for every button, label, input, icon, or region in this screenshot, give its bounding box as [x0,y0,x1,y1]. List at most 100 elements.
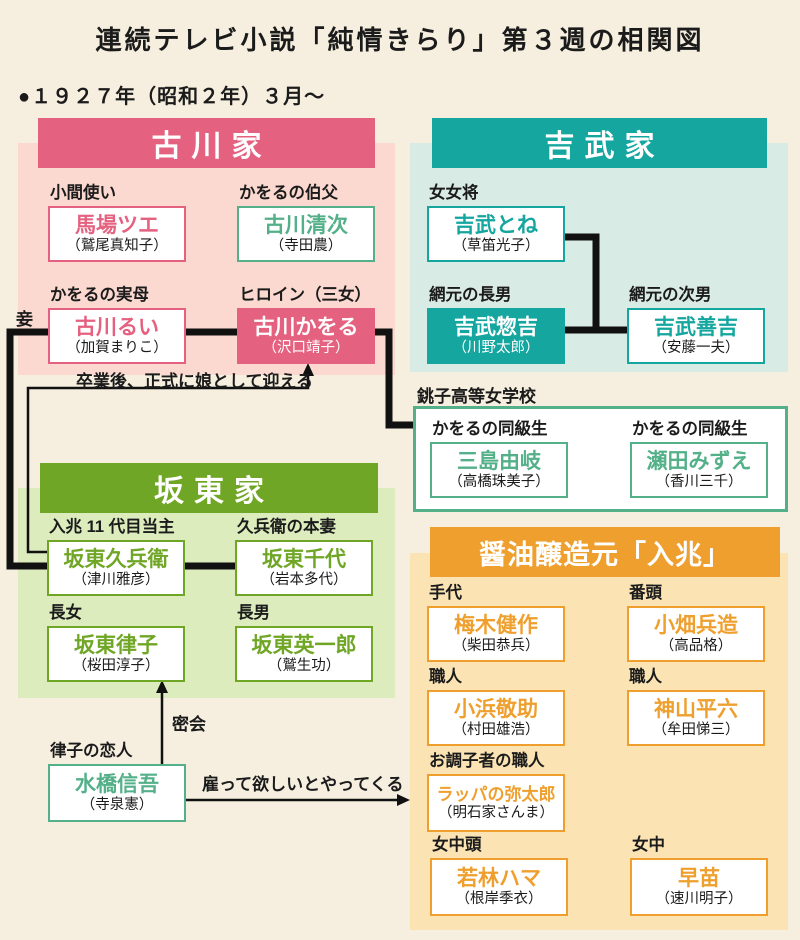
person-role: 職人 [429,668,462,686]
person-name: 古川るい [75,315,159,339]
person-role: 手代 [429,584,462,602]
person-role: かをるの実母 [50,286,149,304]
person-actor: （高橋珠美子） [448,474,550,491]
person-box: 坂東英一郎 （鷲生功） [235,626,373,682]
person-actor: （草笛光子） [452,238,540,255]
page-subtitle: ●１９２７年（昭和２年）３月〜 [18,86,326,108]
person-actor: （寺泉憲） [80,797,154,814]
bando-header: 坂東家 [40,463,378,513]
person-name: 三島由岐 [457,449,541,473]
person-box: 馬場ツエ （鷲尾真知子） [48,206,186,262]
person-name: 神山平六 [654,697,738,721]
person-role: 小間使い [50,184,116,202]
person-actor: （香川三千） [655,474,743,491]
person-name: 若林ハマ [457,866,541,890]
person-box: 吉武とね （草笛光子） [427,206,565,262]
person-box: 古川清次 （寺田農） [237,206,375,262]
person-role: かをるの同級生 [432,420,548,438]
person-box: 瀬田みずえ （香川三千） [630,442,768,498]
person-role: 職人 [629,668,662,686]
person-mizuhashi-shingo: 律子の恋人 水橋信吾 （寺泉憲） [48,742,188,822]
person-name: 坂東律子 [74,633,158,657]
person-box: 梅木健作 （柴田恭兵） [427,606,565,662]
person-actor: （沢口靖子） [262,340,350,357]
person-furukawa-seiji: かをるの伯父 古川清次 （寺田農） [237,184,377,262]
person-role: 網元の長男 [429,286,512,304]
person-name: 古川かをる [253,315,359,339]
person-box: 三島由岐 （高橋珠美子） [430,442,568,498]
person-role: お調子者の職人 [429,752,545,770]
person-role: 久兵衛の本妻 [237,518,336,536]
person-box: 吉武善吉 （安藤一夫） [627,308,765,364]
person-name: ラッパの弥太郎 [436,784,556,804]
person-umeki-kensaku: 手代 梅木健作 （柴田恭兵） [427,584,567,662]
iricho-header: 醤油醸造元「入兆」 [430,527,780,577]
person-bando-chiyo: 久兵衛の本妻 坂東千代 （岩本多代） [235,518,375,596]
person-name: 吉武とね [454,213,538,237]
person-sanae: 女中 早苗 （速川明子） [630,836,770,916]
person-name: 小浜敬助 [454,697,538,721]
person-actor: （川野太郎） [452,340,540,357]
person-furukawa-rui: かをるの実母 古川るい （加賀まりこ） [48,286,188,364]
person-role: 長男 [237,604,270,622]
person-wakabayashi-hama: 女中頭 若林ハマ （根岸季衣） [430,836,570,916]
person-name: 吉武善吉 [654,315,738,339]
person-actor: （津川雅彦） [72,572,160,589]
person-box: ラッパの弥太郎 （明石家さんま） [427,774,565,832]
furukawa-header: 古川家 [38,118,375,168]
person-actor: （寺田農） [269,238,343,255]
person-yoshitake-soukichi: 網元の長男 吉武惣吉 （川野太郎） [427,286,567,364]
person-box: 早苗 （速川明子） [630,858,768,916]
relation-label-hire: 雇って欲しいとやってくる [202,775,404,794]
person-name: 瀬田みずえ [646,449,752,473]
person-yoshitake-zenkichi: 網元の次男 吉武善吉 （安藤一夫） [627,286,767,364]
person-actor: （明石家さんま） [438,804,554,821]
person-actor: （速川明子） [655,891,743,908]
person-actor: （鷲尾真知子） [66,238,168,255]
relation-label-adopt: 卒業後、正式に娘として迎える [76,372,313,391]
person-obata-heizo: 番頭 小畑兵造 （高品格） [627,584,767,662]
person-box: 若林ハマ （根岸季衣） [430,858,568,916]
person-name: 吉武惣吉 [454,315,538,339]
person-actor: （岩本多代） [260,572,348,589]
person-seta-mizue: かをるの同級生 瀬田みずえ （香川三千） [630,420,770,498]
person-box: 坂東律子 （桜田淳子） [47,626,185,682]
person-box: 古川かをる （沢口靖子） [237,308,375,364]
person-name: 坂東千代 [262,547,346,571]
person-role: 長女 [49,604,82,622]
page-title: 連続テレビ小説「純情きらり」第３週の相関図 [95,25,705,55]
person-role: 番頭 [629,584,662,602]
person-role: 入兆 11 代目当主 [49,518,175,536]
person-name: 古川清次 [264,213,348,237]
person-role: かをるの同級生 [632,420,748,438]
person-box: 坂東千代 （岩本多代） [235,540,373,596]
relation-label-mistress: 妾 [16,310,33,329]
person-box: 吉武惣吉 （川野太郎） [427,308,565,364]
person-name: 馬場ツエ [75,213,159,237]
yoshitake-header: 吉武家 [432,118,767,168]
person-name: 小畑兵造 [654,613,738,637]
relation-label-secret-meeting: 密会 [172,715,206,734]
person-kohama-keisuke: 職人 小浜敬助 （村田雄浩） [427,668,567,746]
person-actor: （鷲生功） [267,658,341,675]
person-name: 坂東英一郎 [251,633,357,657]
person-actor: （牟田悌三） [652,722,740,739]
person-mishima-yuki: かをるの同級生 三島由岐 （高橋珠美子） [430,420,570,498]
person-name: 水橋信吾 [75,772,159,796]
person-rappa-no-yataro: お調子者の職人 ラッパの弥太郎 （明石家さんま） [427,752,567,832]
person-bando-eiichiro: 長男 坂東英一郎 （鷲生功） [235,604,375,682]
person-yoshitake-tone: 女女将 吉武とね （草笛光子） [427,184,567,262]
person-bando-kyubei: 入兆 11 代目当主 坂東久兵衛 （津川雅彦） [47,518,187,596]
person-role: ヒロイン（三女） [239,286,371,304]
person-furukawa-kaoru: ヒロイン（三女） 古川かをる （沢口靖子） [237,286,377,364]
person-box: 坂東久兵衛 （津川雅彦） [47,540,185,596]
person-box: 神山平六 （牟田悌三） [627,690,765,746]
person-actor: （高品格） [659,638,733,655]
person-actor: （加賀まりこ） [66,340,168,357]
person-actor: （柴田恭兵） [452,638,540,655]
person-box: 小浜敬助 （村田雄浩） [427,690,565,746]
person-name: 坂東久兵衛 [63,547,169,571]
person-box: 古川るい （加賀まりこ） [48,308,186,364]
person-box: 小畑兵造 （高品格） [627,606,765,662]
